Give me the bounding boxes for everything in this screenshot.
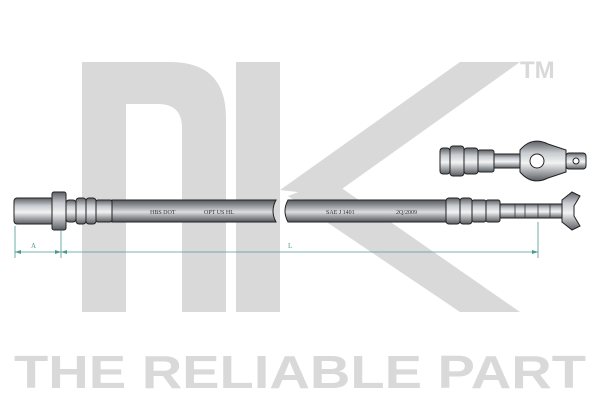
nk-logo-watermark: TM	[82, 57, 555, 312]
dim-arrow-l-left	[61, 250, 67, 254]
left-crimp-ring-3	[85, 197, 97, 225]
dim-arrow-a-left	[15, 250, 21, 254]
logo-letter-k-arm-upper	[280, 62, 520, 196]
left-ferrule	[95, 199, 113, 223]
detail-ring-1	[439, 147, 451, 175]
right-crimp-ring-1	[459, 197, 473, 225]
dimension-lines	[14, 222, 539, 258]
right-sleeve	[485, 199, 501, 223]
brake-hose: HBS DOT OPT US HL SAE J 1401 2Q/2009	[13, 191, 581, 231]
left-crimp-ring-2	[75, 197, 87, 225]
detail-tab-hole	[572, 157, 580, 165]
dimension-l-label: L	[288, 242, 292, 250]
detail-ring-2	[449, 145, 465, 177]
right-crimp-ring-2	[471, 199, 487, 223]
hose-body-right	[284, 199, 447, 223]
tagline: THE RELIABLE PART	[14, 346, 586, 398]
hose-label-sae: SAE J 1401	[326, 210, 355, 216]
end-fitting-detail	[439, 140, 587, 182]
left-collar	[51, 191, 67, 231]
left-end-fitting	[13, 197, 55, 225]
logo-trademark: TM	[520, 57, 555, 84]
hose-body-left	[111, 199, 277, 223]
right-clip	[561, 191, 581, 231]
detail-sleeve	[477, 149, 495, 173]
detail-neck	[493, 153, 521, 169]
hose-label-opt-us-hl: OPT US HL	[204, 210, 234, 216]
right-threaded-end	[499, 203, 563, 219]
hose-label-hbs-dot: HBS DOT	[150, 210, 176, 216]
logo-letter-k-stem	[236, 62, 280, 312]
detail-ring-3	[463, 147, 479, 175]
logo-letter-n	[82, 62, 226, 312]
dim-arrow-l-right	[532, 250, 538, 254]
dim-arrow-a-right	[55, 250, 61, 254]
detail-banjo-hole	[529, 153, 545, 169]
left-crimp-ring-1	[65, 199, 77, 223]
hose-label-date: 2Q/2009	[396, 210, 417, 216]
right-ferrule	[445, 197, 461, 225]
dimension-a-label: A	[31, 242, 36, 250]
